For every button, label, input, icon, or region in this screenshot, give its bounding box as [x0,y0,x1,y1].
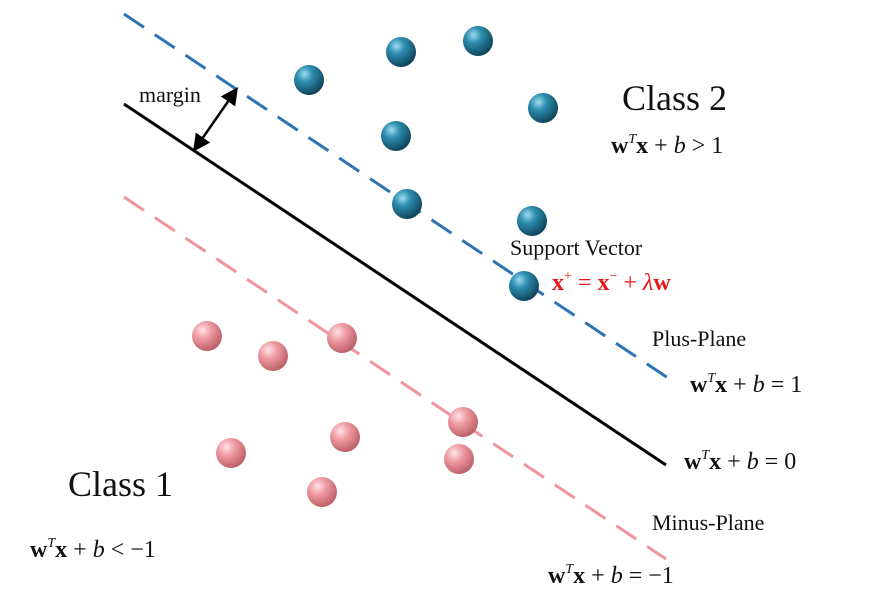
margin-label: margin [139,82,201,107]
class2-point [463,26,493,56]
hyperplane-line [123,102,667,467]
class1-points [192,321,478,507]
class1-point [258,341,288,371]
support-vector-point [509,271,539,301]
margin-arrow [193,87,238,152]
class2-point [386,37,416,67]
class2-points [294,26,558,301]
class1-point [327,323,357,353]
support-vector-equation: x+ = x− + λw [552,269,671,296]
class2-label: Class 2 [622,78,727,118]
class2-point [392,189,422,219]
support-vector-label: Support Vector [510,235,643,260]
class1-point [216,438,246,468]
class2-point [381,121,411,151]
hyperplane-equation: wTx + b = 0 [684,448,796,475]
class1-point [448,407,478,437]
class2-point [517,206,547,236]
class1-point [444,444,474,474]
class1-point [330,422,360,452]
minus-plane-equation: wTx + b = −1 [548,562,674,589]
class2-point [294,65,324,95]
plus-plane-label: Plus-Plane [652,326,746,351]
class1-condition-equation: wTx + b < −1 [30,536,156,563]
class1-point [192,321,222,351]
class2-condition-equation: wTx + b > 1 [611,132,723,159]
plus-plane-equation: wTx + b = 1 [690,371,802,398]
class2-point [528,93,558,123]
class1-point [307,477,337,507]
minus-plane-label: Minus-Plane [652,510,764,535]
class1-label: Class 1 [68,464,173,504]
